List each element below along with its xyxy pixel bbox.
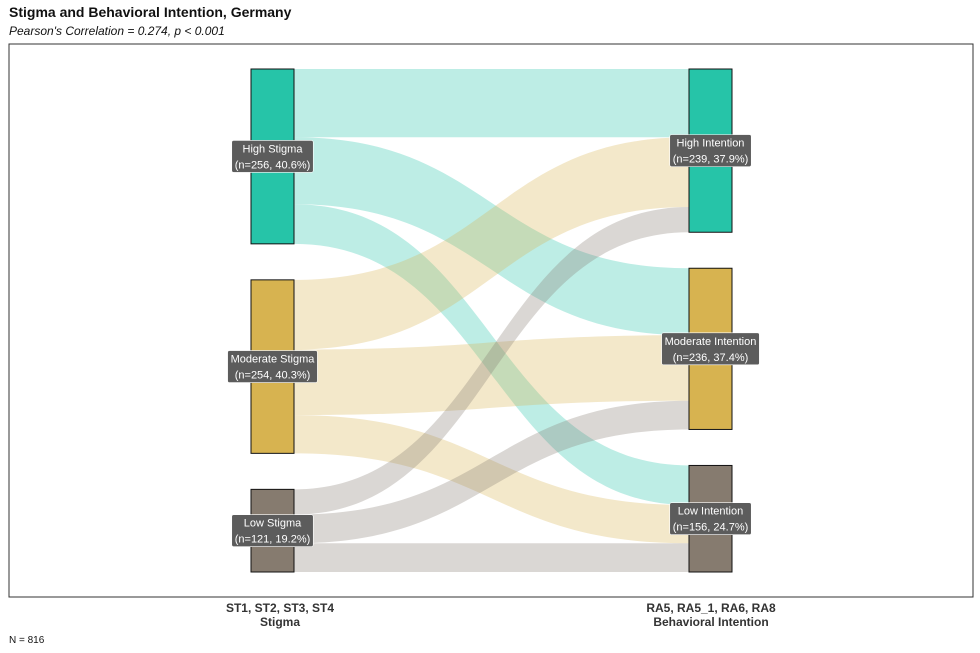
chart-title: Stigma and Behavioral Intention, Germany (9, 4, 292, 20)
left-node-label-moderate-stigma: Moderate Stigma (n=254, 40.3%) (227, 350, 318, 383)
right-node-label-moderate-intention: Moderate Intention (n=236, 37.4%) (661, 332, 760, 366)
flow-low-stigma-to-moderate-intention (294, 400, 689, 544)
flow-moderate-stigma-to-low-intention (294, 415, 689, 544)
node-count-text: (n=239, 37.9%) (673, 154, 749, 166)
node-name-text: High Stigma (243, 143, 304, 155)
node-name-text: Moderate Stigma (231, 354, 316, 366)
flows-layer (294, 69, 689, 572)
flow-high-stigma-to-moderate-intention (294, 137, 689, 336)
flow-moderate-stigma-to-high-intention (294, 137, 689, 350)
plot-frame (8, 43, 974, 598)
sample-size-note: N = 816 (9, 635, 45, 646)
right-axis-label: Behavioral Intention (653, 615, 769, 629)
node-count-text: (n=256, 40.6%) (235, 159, 311, 171)
right-axis-block: RA5, RA5_1, RA6, RA8 Behavioral Intentio… (611, 601, 811, 629)
right-node-label-high-intention: High Intention (n=239, 37.9%) (669, 134, 752, 167)
left-axis-label: Stigma (259, 615, 300, 629)
node-name-text: Low Stigma (244, 518, 302, 530)
node-count-text: (n=121, 19.2%) (235, 534, 311, 546)
left-node-label-low-stigma: Low Stigma (n=121, 19.2%) (231, 514, 314, 547)
node-name-text: Moderate Intention (665, 336, 757, 348)
left-axis-block: ST1, ST2, ST3, ST4 Stigma (180, 601, 380, 629)
left-node-label-high-stigma: High Stigma (n=256, 40.6%) (231, 140, 314, 173)
chart-subtitle: Pearson's Correlation = 0.274, p < 0.001 (9, 24, 225, 38)
flow-low-stigma-to-low-intention (294, 543, 689, 572)
flow-low-stigma-to-high-intention (294, 206, 689, 515)
node-count-text: (n=236, 37.4%) (673, 352, 749, 364)
node-count-text: (n=254, 40.3%) (235, 370, 311, 382)
node-name-text: High Intention (677, 138, 745, 150)
labels-layer: High Stigma (n=256, 40.6%) Moderate Stigma… (227, 134, 760, 547)
left-axis-variables: ST1, ST2, ST3, ST4 (225, 601, 335, 615)
right-axis-variables: RA5, RA5_1, RA6, RA8 (646, 601, 776, 615)
right-node-label-low-intention: Low Intention (n=156, 24.7%) (669, 502, 752, 536)
node-name-text: Low Intention (678, 506, 743, 518)
flow-moderate-stigma-to-moderate-intention (294, 335, 689, 416)
node-count-text: (n=156, 24.7%) (673, 522, 749, 534)
flow-high-stigma-to-high-intention (294, 69, 689, 138)
flow-high-stigma-to-low-intention (294, 204, 689, 506)
